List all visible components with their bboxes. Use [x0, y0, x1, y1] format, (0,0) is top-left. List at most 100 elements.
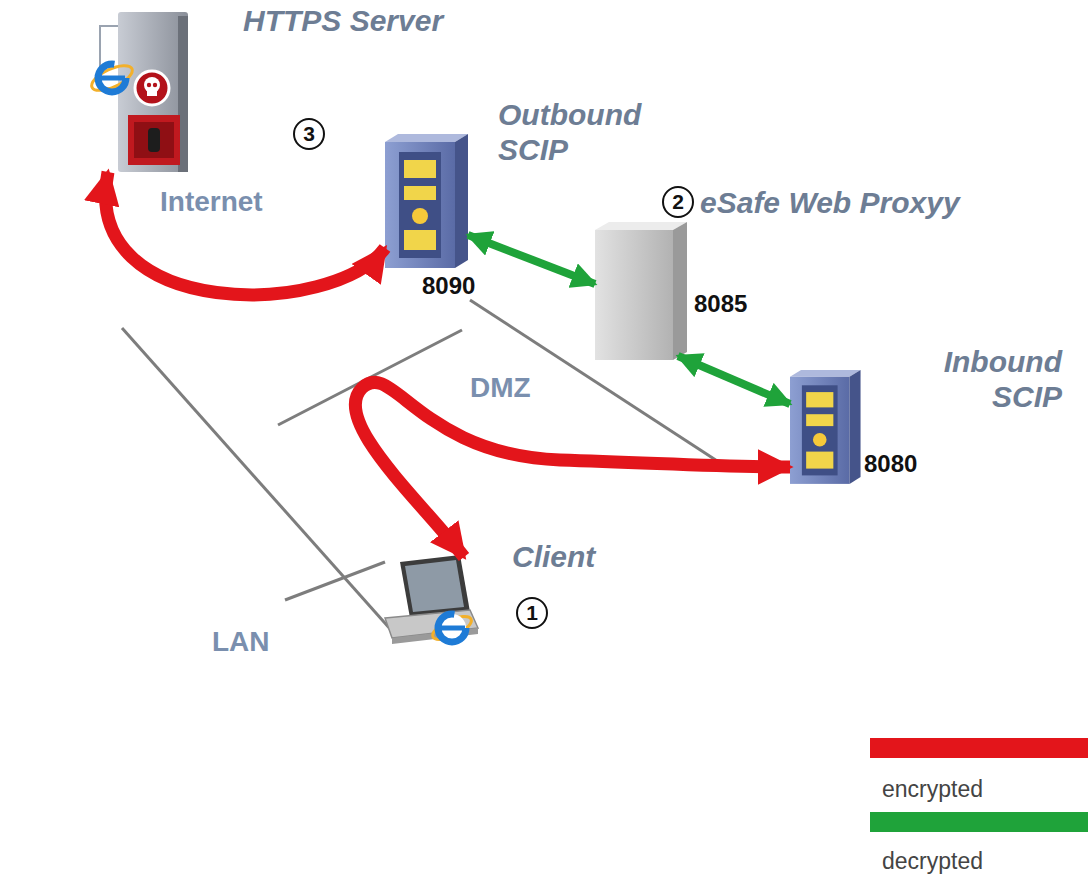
- proxy-server-icon-part: [595, 222, 687, 230]
- cloud-shape-part-part: [45, 121, 155, 231]
- node-title: eSafe Web Proxyy: [700, 186, 960, 221]
- cloud-shape-part-part: [810, 386, 990, 566]
- encrypted-arrow: [355, 382, 790, 557]
- server-icon-part: [790, 370, 861, 484]
- text-holder: 8090: [422, 272, 475, 300]
- server-icon: [385, 134, 468, 268]
- cloud-shape-part-part: [45, 115, 155, 225]
- legend-text: decrypted: [882, 848, 983, 875]
- cloud-shape-part-part: [850, 270, 1070, 490]
- laptop-icon-part: [405, 560, 464, 612]
- cloud-region: DMZOutbound SCIP8090eSafe Web Proxyy8085…: [295, 118, 1088, 570]
- text-holder: HTTPS Server: [243, 4, 443, 39]
- server-node: Inbound SCIP 8080: [780, 340, 1080, 520]
- text-holder: Client: [512, 540, 595, 575]
- cloud-shape-part-part: [160, 536, 340, 716]
- text-holder: 8080: [864, 450, 917, 478]
- laptop-icon-part: [430, 612, 475, 644]
- cloud-shape-part-part: [340, 346, 500, 506]
- cloud-shape-part-part: [160, 530, 340, 710]
- encrypted-arrow: [106, 172, 385, 295]
- cloud-shape-part-part: [450, 346, 670, 566]
- text-holder: 8085: [694, 290, 747, 318]
- cloud-shape-part-part: [125, 91, 275, 241]
- cloud-shape-part: [300, 124, 1070, 576]
- node-title: Client: [512, 540, 595, 575]
- cloud-shape-part-part: [440, 586, 600, 746]
- callout-number: 3: [293, 118, 325, 150]
- cloud-shape-part-part: [5, 35, 155, 185]
- proxy-server-icon: [595, 222, 687, 360]
- cloud-shape-part-part: [680, 260, 920, 500]
- cloud-shape-part-part: [270, 470, 450, 650]
- https-server-icon-part: [128, 115, 180, 165]
- cloud-shape-part-part: [125, 85, 275, 235]
- https-server-icon: [88, 12, 188, 172]
- cloud-shape-part-part: [600, 126, 800, 326]
- cloud-region: InternetHTTPS Server: [0, 0, 385, 240]
- node-title: Outbound SCIP: [498, 98, 688, 167]
- server-icon-part: [385, 134, 468, 268]
- https-server-icon-part: [88, 61, 135, 96]
- https-server-icon-part: [98, 64, 126, 92]
- legend-swatch: [870, 738, 1088, 758]
- https-server-icon-part: [118, 12, 188, 172]
- cloud-shape-part-part: [600, 120, 800, 320]
- decrypted-arrow: [678, 356, 790, 404]
- cloud-shape-part-part: [300, 596, 460, 756]
- cloud-shape-part-part: [510, 516, 690, 696]
- cloud-region: LAN Client: [150, 470, 710, 750]
- cloud-shape-part: [160, 470, 690, 750]
- cloud-shape-part-part: [300, 226, 480, 406]
- laptop-icon-part: [439, 626, 465, 631]
- laptop-icon-part: [438, 614, 466, 642]
- cloud-shape-part-part: [300, 220, 480, 400]
- cloud-shape-part-part: [260, 80, 380, 200]
- node-title: Inbound SCIP: [880, 345, 1062, 414]
- cloud-shape-part-part: [440, 580, 600, 740]
- cloud-shape-part-part: [190, 620, 310, 740]
- text-holder: DMZ: [470, 372, 531, 404]
- callout-number: 1: [516, 597, 548, 629]
- cloud-shape-part-part: [195, 130, 305, 240]
- text-holder: eSafe Web Proxyy: [700, 186, 960, 221]
- text-holder: Internet: [160, 186, 263, 218]
- cloud-shape-part: [300, 118, 1070, 570]
- laptop-icon-part: [400, 555, 470, 618]
- port-number: 8085: [694, 290, 747, 318]
- cloud-shape-part-part: [80, 0, 260, 166]
- cloud-shape-part-part: [620, 376, 820, 576]
- port-number: 8090: [422, 272, 475, 300]
- cloud-shape-part: [160, 476, 690, 756]
- cloud-shape-part-part: [510, 510, 690, 690]
- text-holder: Outbound SCIP: [498, 98, 688, 167]
- cloud-shape-part-part: [460, 180, 740, 460]
- region-label: DMZ: [470, 372, 531, 404]
- cloud-shape-part-part: [680, 266, 920, 506]
- cloud-shape-part-part: [810, 380, 990, 560]
- https-server-icon-part: [147, 83, 151, 87]
- https-server-icon-part: [147, 90, 157, 96]
- https-server-icon-part: [134, 122, 174, 158]
- cloud-shape: [295, 118, 1088, 570]
- legend-swatch: [870, 812, 1088, 832]
- region-label: Internet: [160, 186, 263, 218]
- node-title: HTTPS Server: [243, 4, 443, 39]
- cloud-shape-part-part: [300, 590, 460, 750]
- network-wire-part: [122, 328, 400, 640]
- client-node: Client: [370, 540, 599, 665]
- cloud-shape-part-part: [460, 186, 740, 466]
- cloud-shape-part-part: [270, 476, 450, 656]
- text-holder: LAN: [212, 626, 270, 658]
- https-server-icon-part: [148, 128, 160, 152]
- cloud-shape-part-part: [450, 340, 670, 560]
- proxy-node: eSafe Web Proxyy 8085: [590, 182, 990, 362]
- callout-number: 2: [662, 186, 694, 218]
- proxy-server-icon-part: [673, 222, 687, 360]
- cloud-shape-part-part: [80, 0, 260, 160]
- legend-text: encrypted: [882, 776, 983, 803]
- text-holder: Inbound SCIP: [880, 345, 1062, 414]
- https-server-icon-part: [135, 71, 169, 105]
- cloud-shape-part-part: [5, 41, 155, 191]
- cloud-shape-part-part: [850, 276, 1070, 496]
